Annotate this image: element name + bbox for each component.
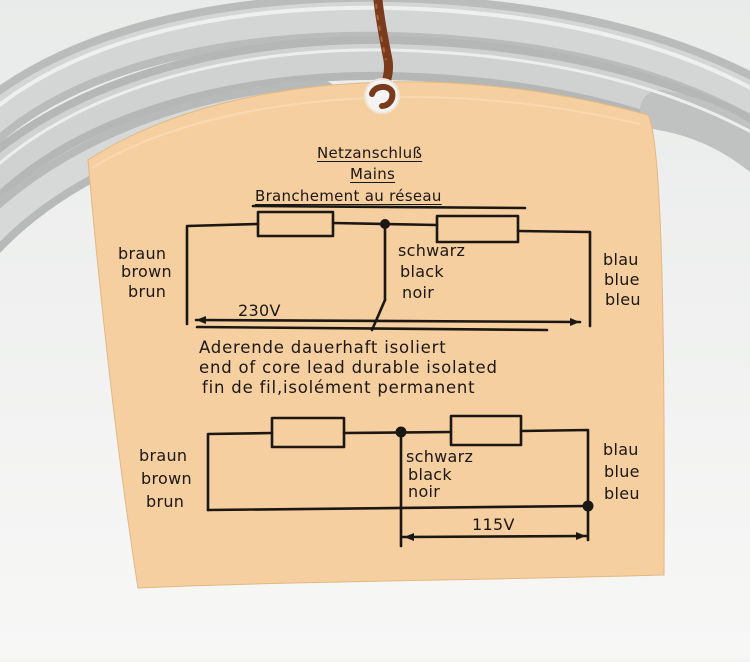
lower-arrow-left (404, 533, 414, 541)
lower-right-wire-fr: bleu (604, 484, 640, 503)
upper-right-wire-en: blue (604, 270, 640, 289)
title-de: Netzanschluß (317, 144, 423, 162)
note-de: Aderende dauerhaft isoliert (199, 338, 447, 357)
lower-middle-wire-de: schwarz (406, 447, 474, 466)
lower-circuit-diagram (206, 414, 590, 548)
note-en: end of core lead durable isolated (199, 358, 498, 377)
upper-junction-dot (380, 219, 390, 229)
title-fr: Branchement au réseau (255, 187, 442, 205)
upper-right-wire-de: blau (603, 250, 639, 269)
upper-right-wire-fr: bleu (605, 290, 641, 309)
upper-left-wire-de: braun (118, 244, 167, 263)
lower-junction-dot-top (395, 426, 407, 438)
upper-left-wire-en: brown (121, 262, 172, 281)
lower-left-wire-fr: brun (146, 492, 185, 511)
upper-arrow-left (196, 316, 206, 324)
lower-arrow-right (576, 532, 586, 540)
lower-left-wire-en: brown (141, 469, 192, 488)
lower-right-wire-en: blue (604, 462, 640, 481)
upper-middle-wire-de: schwarz (398, 241, 466, 260)
upper-arrow-right (570, 318, 580, 326)
string-loop (369, 84, 396, 109)
upper-middle-wire-en: black (400, 262, 444, 281)
upper-middle-wire-fr: noir (402, 283, 435, 302)
lower-voltage-label: 115V (472, 515, 515, 534)
upper-voltage-label: 230V (238, 301, 281, 320)
lower-middle-wire-en: black (408, 465, 452, 484)
upper-left-wire-fr: brun (128, 282, 167, 301)
title-en: Mains (350, 165, 396, 183)
lower-middle-wire-fr: noir (408, 482, 441, 501)
lower-left-wire-de: braun (139, 446, 188, 465)
lower-right-wire-de: blau (603, 440, 639, 459)
cable-coil (0, 0, 750, 254)
note-fr: fin de fil,isolément permanent (202, 378, 476, 397)
lower-junction-dot-right (582, 500, 594, 512)
